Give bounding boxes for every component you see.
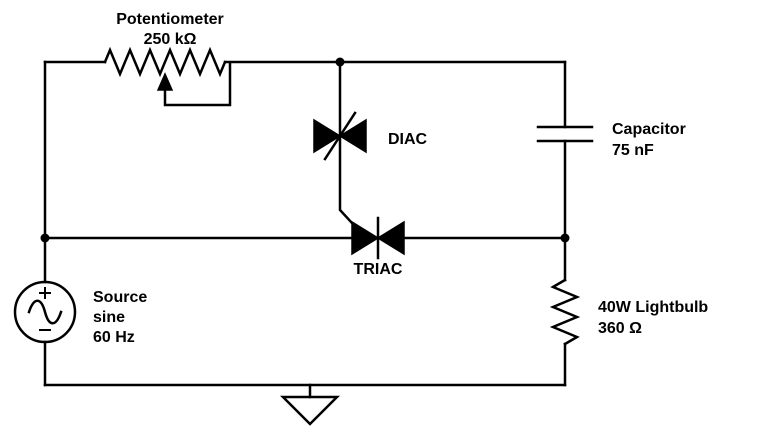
triac-triangle-right bbox=[376, 220, 405, 256]
potentiometer-value: 250 kΩ bbox=[144, 31, 197, 48]
lightbulb-label: 40W Lightbulb bbox=[598, 299, 708, 316]
lightbulb-resistor-symbol bbox=[549, 278, 581, 346]
capacitor-symbol bbox=[536, 125, 594, 143]
ac-source-sine-wave bbox=[27, 299, 63, 325]
lightbulb-zigzag bbox=[549, 278, 581, 346]
junction-dots bbox=[40, 57, 570, 243]
source-label: Source bbox=[93, 289, 147, 306]
capacitor-plates bbox=[536, 125, 594, 143]
source-frequency-label: 60 Hz bbox=[93, 329, 135, 346]
potentiometer-symbol bbox=[103, 46, 232, 107]
ground-triangle bbox=[279, 395, 341, 426]
source-waveform-label: sine bbox=[93, 309, 125, 326]
potentiometer-label: Potentiometer bbox=[116, 11, 224, 28]
ac-source-symbol bbox=[13, 280, 77, 344]
junction-dot-top bbox=[335, 57, 345, 67]
diac-label: DIAC bbox=[388, 131, 428, 148]
ac-source-circle bbox=[13, 280, 77, 344]
diac-triangle-left bbox=[313, 118, 342, 154]
wires bbox=[43, 60, 567, 387]
potentiometer-wiper-wire bbox=[163, 61, 232, 107]
diac-symbol bbox=[313, 111, 367, 161]
diac-triangle-right bbox=[338, 118, 367, 154]
ground-symbol bbox=[279, 383, 341, 426]
capacitor-label: Capacitor bbox=[612, 121, 686, 138]
capacitor-value: 75 nF bbox=[612, 142, 654, 159]
wire-diac-branch bbox=[338, 60, 354, 225]
triac-symbol bbox=[351, 216, 405, 260]
triac-triangle-left bbox=[351, 220, 380, 256]
junction-dot-middle-right bbox=[560, 233, 570, 243]
junction-dot-middle-left bbox=[40, 233, 50, 243]
potentiometer-wiper-arrow bbox=[156, 72, 174, 91]
ac-source-plus-sign bbox=[39, 287, 51, 299]
triac-label: TRIAC bbox=[354, 261, 403, 278]
diac-bar bbox=[323, 111, 357, 161]
potentiometer-zigzag bbox=[103, 46, 227, 78]
lightbulb-value: 360 Ω bbox=[598, 320, 642, 337]
